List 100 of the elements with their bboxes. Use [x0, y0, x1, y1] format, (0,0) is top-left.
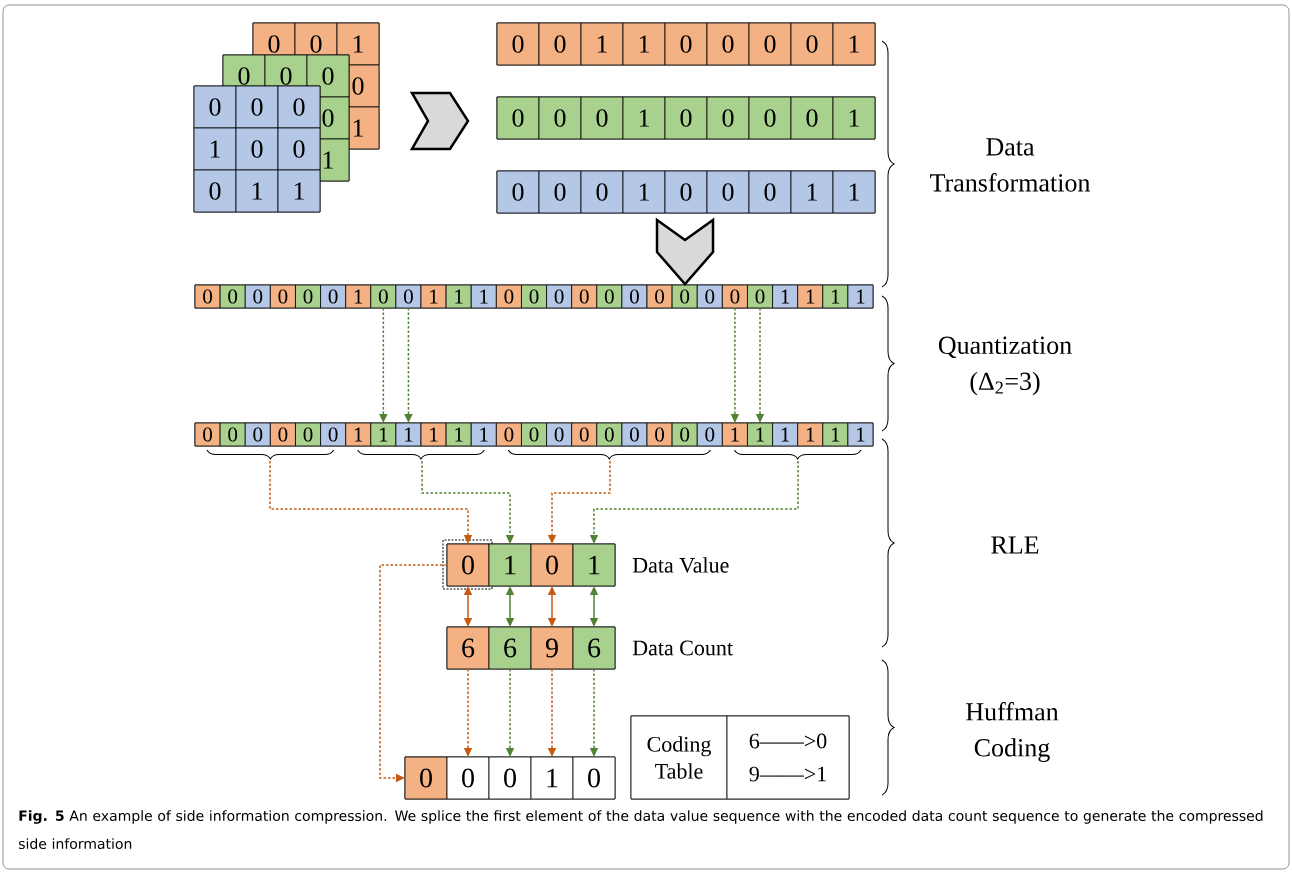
sequence-cell: 1 [530, 756, 574, 800]
matrix-cell: 0 [193, 169, 237, 213]
sequence-cell: 0 [706, 170, 750, 214]
sequence-cell: 1 [622, 170, 666, 214]
sequence-cell: 0 [320, 284, 347, 309]
sequence-cell: 0 [194, 284, 221, 309]
sequence-cell: 0 [664, 170, 708, 214]
sequence-cell: 1 [832, 170, 876, 214]
sequence-cell: 0 [546, 422, 573, 447]
sequence-cell: 0 [320, 422, 347, 447]
sequence-cell: 0 [790, 96, 834, 140]
stage-label: Data Transformation [930, 138, 1091, 192]
matrix-cell: 0 [277, 127, 321, 171]
sequence-cell: 0 [696, 422, 723, 447]
sequence-cell: 0 [495, 422, 522, 447]
sequence-cell: 0 [538, 22, 582, 66]
sequence-cell: 0 [571, 422, 598, 447]
sequence-cell: 1 [445, 422, 472, 447]
sequence-cell: 0 [580, 170, 624, 214]
sequence-cell: 0 [370, 284, 397, 309]
sequence-cell: 0 [496, 96, 540, 140]
sequence-cell: 0 [530, 543, 574, 587]
sequence-cell: 1 [420, 284, 447, 309]
matrix-cell: 1 [235, 169, 279, 213]
sequence-cell: 0 [706, 22, 750, 66]
sequence-cell: 1 [847, 422, 874, 447]
sequence-cell: 0 [496, 22, 540, 66]
sequence-cell: 1 [622, 96, 666, 140]
sequence-cell: 0 [748, 22, 792, 66]
sequence-cell: 1 [572, 543, 616, 587]
sequence-cell: 0 [496, 170, 540, 214]
sequence-cell: 1 [470, 284, 497, 309]
sequence-cell: 0 [521, 284, 547, 309]
sequence-cell: 0 [395, 284, 422, 309]
stage-label: RLE [991, 536, 1039, 554]
sequence-cell: 0 [269, 284, 296, 309]
sequence-cell: 1 [345, 422, 372, 447]
sequence-cell: 0 [671, 422, 698, 447]
sequence-cell: 0 [244, 284, 271, 309]
matrix-cell: 0 [235, 127, 279, 171]
sequence-cell: 1 [772, 422, 799, 447]
sequence-cell: 0 [495, 284, 522, 309]
sequence-cell: 1 [420, 422, 447, 447]
sequence-cell: 1 [797, 422, 824, 447]
chevron-arrow [655, 217, 715, 286]
row-label: Data Value [632, 557, 729, 573]
sequence-cell: 0 [194, 422, 221, 447]
sequence-cell: 1 [488, 543, 532, 587]
sequence-cell: 9 [530, 626, 574, 670]
sequence-cell: 0 [538, 170, 582, 214]
sequence-cell: 6 [572, 626, 616, 670]
sequence-cell: 1 [580, 22, 624, 66]
sequence-cell: 6 [488, 626, 532, 670]
sequence-cell: 1 [370, 422, 397, 447]
sequence-cell: 0 [747, 284, 773, 309]
sequence-cell: 1 [772, 284, 799, 309]
sequence-cell: 0 [580, 96, 624, 140]
sequence-cell: 0 [790, 22, 834, 66]
matrix-cell: 0 [193, 85, 237, 129]
sequence-cell: 1 [832, 22, 876, 66]
sequence-cell: 1 [395, 422, 422, 447]
sequence-cell: 1 [622, 22, 666, 66]
sequence-cell: 0 [538, 96, 582, 140]
sequence-cell: 0 [404, 756, 448, 800]
sequence-cell: 1 [747, 422, 773, 447]
sequence-cell: 0 [621, 422, 648, 447]
sequence-cell: 0 [646, 422, 673, 447]
matrix-cell: 0 [235, 85, 279, 129]
sequence-cell: 0 [295, 284, 321, 309]
sequence-cell: 0 [244, 422, 271, 447]
sequence-cell: 0 [219, 422, 246, 447]
sequence-cell: 0 [571, 284, 598, 309]
table-cell: 6——>0 9——>1 [726, 715, 850, 800]
sequence-cell: 1 [721, 422, 748, 447]
sequence-cell: 1 [822, 422, 849, 447]
sequence-cell: 1 [797, 284, 824, 309]
sequence-cell: 0 [706, 96, 750, 140]
matrix-cell: 0 [277, 85, 321, 129]
sequence-cell: 0 [521, 422, 547, 447]
matrix-cell: 1 [277, 169, 321, 213]
sequence-cell: 0 [572, 756, 616, 800]
table-cell: Coding Table [630, 715, 728, 800]
chevron-arrow [409, 91, 470, 151]
sequence-cell: 1 [847, 284, 874, 309]
sequence-cell: 0 [219, 284, 246, 309]
sequence-cell: 0 [596, 422, 623, 447]
sequence-cell: 0 [721, 284, 748, 309]
sequence-cell: 0 [269, 422, 296, 447]
sequence-cell: 0 [546, 284, 573, 309]
sequence-cell: 0 [696, 284, 723, 309]
sequence-cell: 0 [664, 96, 708, 140]
sequence-cell: 0 [596, 284, 623, 309]
sequence-cell: 0 [488, 756, 532, 800]
stage-label: Huffman Coding [966, 702, 1059, 762]
matrix-cell: 1 [336, 22, 380, 66]
sequence-cell: 0 [295, 422, 321, 447]
sequence-cell: 0 [748, 96, 792, 140]
sequence-cell: 1 [445, 284, 472, 309]
sequence-cell: 1 [822, 284, 849, 309]
matrix-cell: 0 [306, 54, 350, 98]
